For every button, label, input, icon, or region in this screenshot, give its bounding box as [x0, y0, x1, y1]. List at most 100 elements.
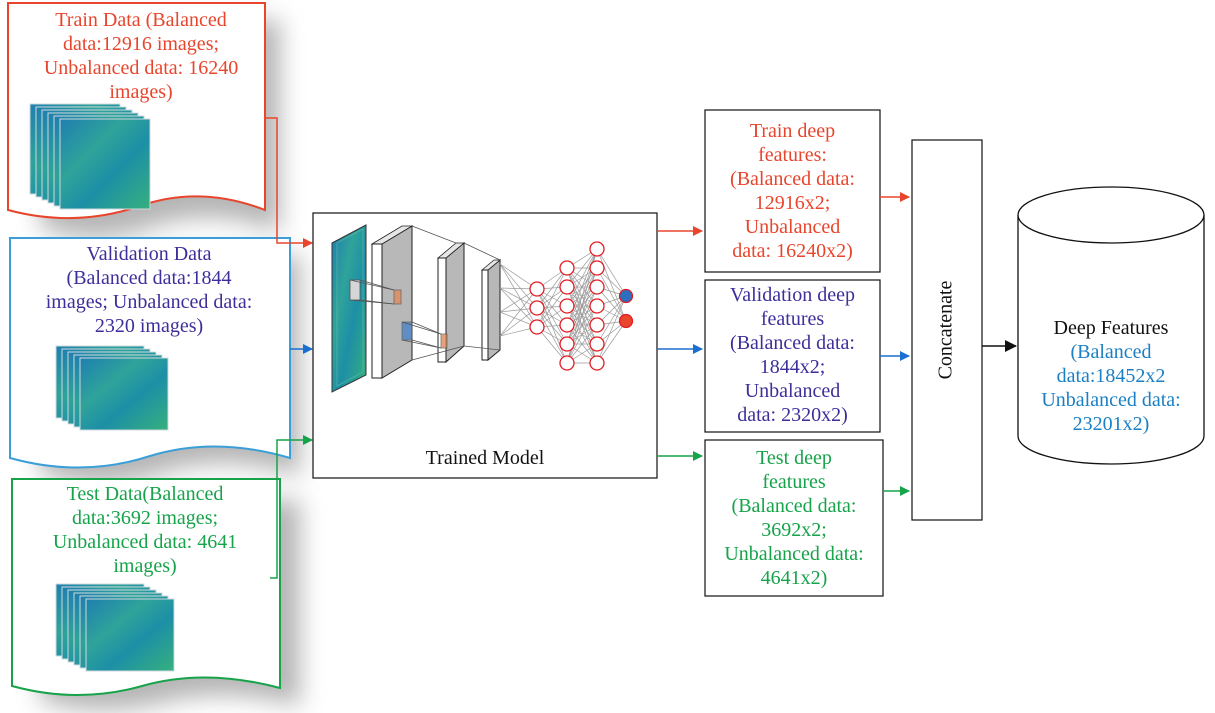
fc-node: [589, 279, 605, 295]
fc-edge: [536, 267, 568, 309]
fc-node: [589, 317, 605, 333]
test-input-arrow: [270, 435, 313, 579]
fc-edge: [596, 320, 627, 364]
train-spectrogram-stack: [29, 103, 151, 210]
fc-node: [559, 336, 575, 352]
deep-features-line-2: data:18452x2: [1056, 365, 1166, 387]
test-features-label: Test deep features (Balanced data: 3692x…: [705, 446, 883, 590]
fc-edge: [566, 286, 598, 364]
concatenate-label: Concatenate: [935, 280, 957, 379]
train-input-arrow: [265, 117, 313, 248]
train-data-document: [7, 2, 280, 238]
fc-node: [529, 281, 545, 297]
validation-features-line-6: data: 2320x2): [737, 404, 848, 426]
train-features-line-6: data: 16240x2): [732, 240, 853, 262]
fc-edge: [596, 248, 627, 322]
fc-edge: [566, 248, 598, 326]
test-data-document: [11, 478, 300, 711]
fully-connected-nodes: [529, 241, 634, 371]
train-data-line-3: Unbalanced data: 16240: [43, 57, 239, 79]
receptive-field-lines: [349, 225, 501, 361]
validation-spectrogram-stack: [55, 345, 169, 431]
trained-model-label: Trained Model: [425, 447, 545, 469]
cnn-pool-layer: [480, 258, 502, 362]
fc-node: [559, 260, 575, 276]
train-data-line-1: Train Data (Balanced: [55, 9, 227, 31]
fc-edge: [566, 305, 598, 364]
fc-edge: [499, 263, 538, 309]
validation-data-line-4: 2320 images): [94, 315, 204, 337]
train-features-line-1: Train deep: [749, 120, 836, 142]
train-data-line-2: data:12916 images;: [62, 33, 220, 55]
fc-node: [529, 300, 545, 316]
test-features-line-4: 3692x2;: [761, 519, 827, 541]
train-features-box: [704, 109, 881, 273]
fc-edge: [499, 307, 538, 337]
test-spectrogram-stack: [55, 583, 175, 672]
validation-features-label: Validation deep features (Balanced data:…: [705, 283, 880, 427]
fc-edge: [566, 248, 598, 307]
test-data-line-2: data:3692 images;: [71, 507, 219, 529]
test-features-box: [704, 439, 884, 597]
test-data-line-1: Test Data(Balanced: [66, 483, 224, 505]
test-features-line-3: (Balanced data:: [731, 495, 857, 517]
validation-data-label: Validation Data (Balanced data:1844 imag…: [14, 242, 284, 338]
deep-features-title: Deep Features: [1053, 317, 1169, 339]
fc-edge: [536, 326, 568, 364]
deep-features-database: [1017, 186, 1205, 465]
train-features-line-3: (Balanced data:: [730, 168, 855, 190]
test-features-line-5: Unbalanced data:: [724, 543, 864, 565]
fc-edge: [536, 286, 568, 328]
train-data-line-4: images): [109, 81, 173, 103]
trained-model-box: [312, 212, 658, 479]
validation-data-line-3: images; Unbalanced data:: [45, 291, 253, 313]
deep-features-values: (Balanced data:18452x2 Unbalanced data: …: [1018, 340, 1204, 436]
fc-node: [589, 355, 605, 371]
output-node: [618, 313, 634, 329]
train-features-line-2: features:: [758, 144, 827, 166]
test-features-line-1: Test deep: [756, 447, 832, 469]
validation-data-line-1: Validation Data: [86, 243, 212, 265]
fc-edge: [499, 288, 538, 337]
fc-edge: [596, 295, 627, 345]
fc-edge: [499, 263, 538, 328]
deep-features-line-4: 23201x2): [1072, 413, 1150, 435]
fc-edge: [566, 248, 598, 288]
test-data-line-4: images): [113, 555, 177, 577]
test-data-line-3: Unbalanced data: 4641: [52, 531, 238, 553]
fc-node: [589, 336, 605, 352]
fc-node: [589, 260, 605, 276]
output-node: [618, 288, 634, 304]
validation-features-line-2: features: [760, 308, 825, 330]
concatenate-box: [911, 139, 983, 521]
validation-features-line-5: Unbalanced: [744, 380, 841, 402]
validation-data-line-2: (Balanced data:1844: [66, 267, 232, 289]
validation-features-box: [704, 279, 881, 433]
fc-node: [529, 319, 545, 335]
validation-data-document: [9, 237, 300, 484]
fc-edge: [596, 267, 627, 322]
train-features-line-5: Unbalanced: [744, 216, 841, 238]
fc-node: [559, 279, 575, 295]
cnn-conv-layer-2: [436, 241, 466, 364]
validation-features-line-3: (Balanced data:: [730, 332, 855, 354]
fc-edge: [596, 248, 627, 297]
fc-edge: [499, 287, 538, 328]
fc-edge: [536, 267, 568, 328]
train-features-label: Train deep features: (Balanced data: 129…: [705, 119, 880, 263]
fc-node: [559, 298, 575, 314]
test-features-line-2: features: [762, 471, 826, 493]
cnn-input-layer: [331, 224, 367, 393]
fc-node: [589, 241, 605, 257]
deep-features-line-3: Unbalanced data:: [1041, 389, 1181, 411]
train-data-label: Train Data (Balanced data:12916 images; …: [24, 8, 258, 104]
fully-connected-edges: [499, 248, 627, 364]
test-data-label: Test Data(Balanced data:3692 images; Unb…: [14, 482, 276, 578]
fc-edge: [566, 324, 598, 364]
fc-node: [559, 355, 575, 371]
test-features-line-6: 4641x2): [760, 567, 828, 589]
fc-node: [589, 298, 605, 314]
fc-edge: [596, 295, 627, 364]
deep-features-line-1: (Balanced: [1070, 341, 1152, 363]
